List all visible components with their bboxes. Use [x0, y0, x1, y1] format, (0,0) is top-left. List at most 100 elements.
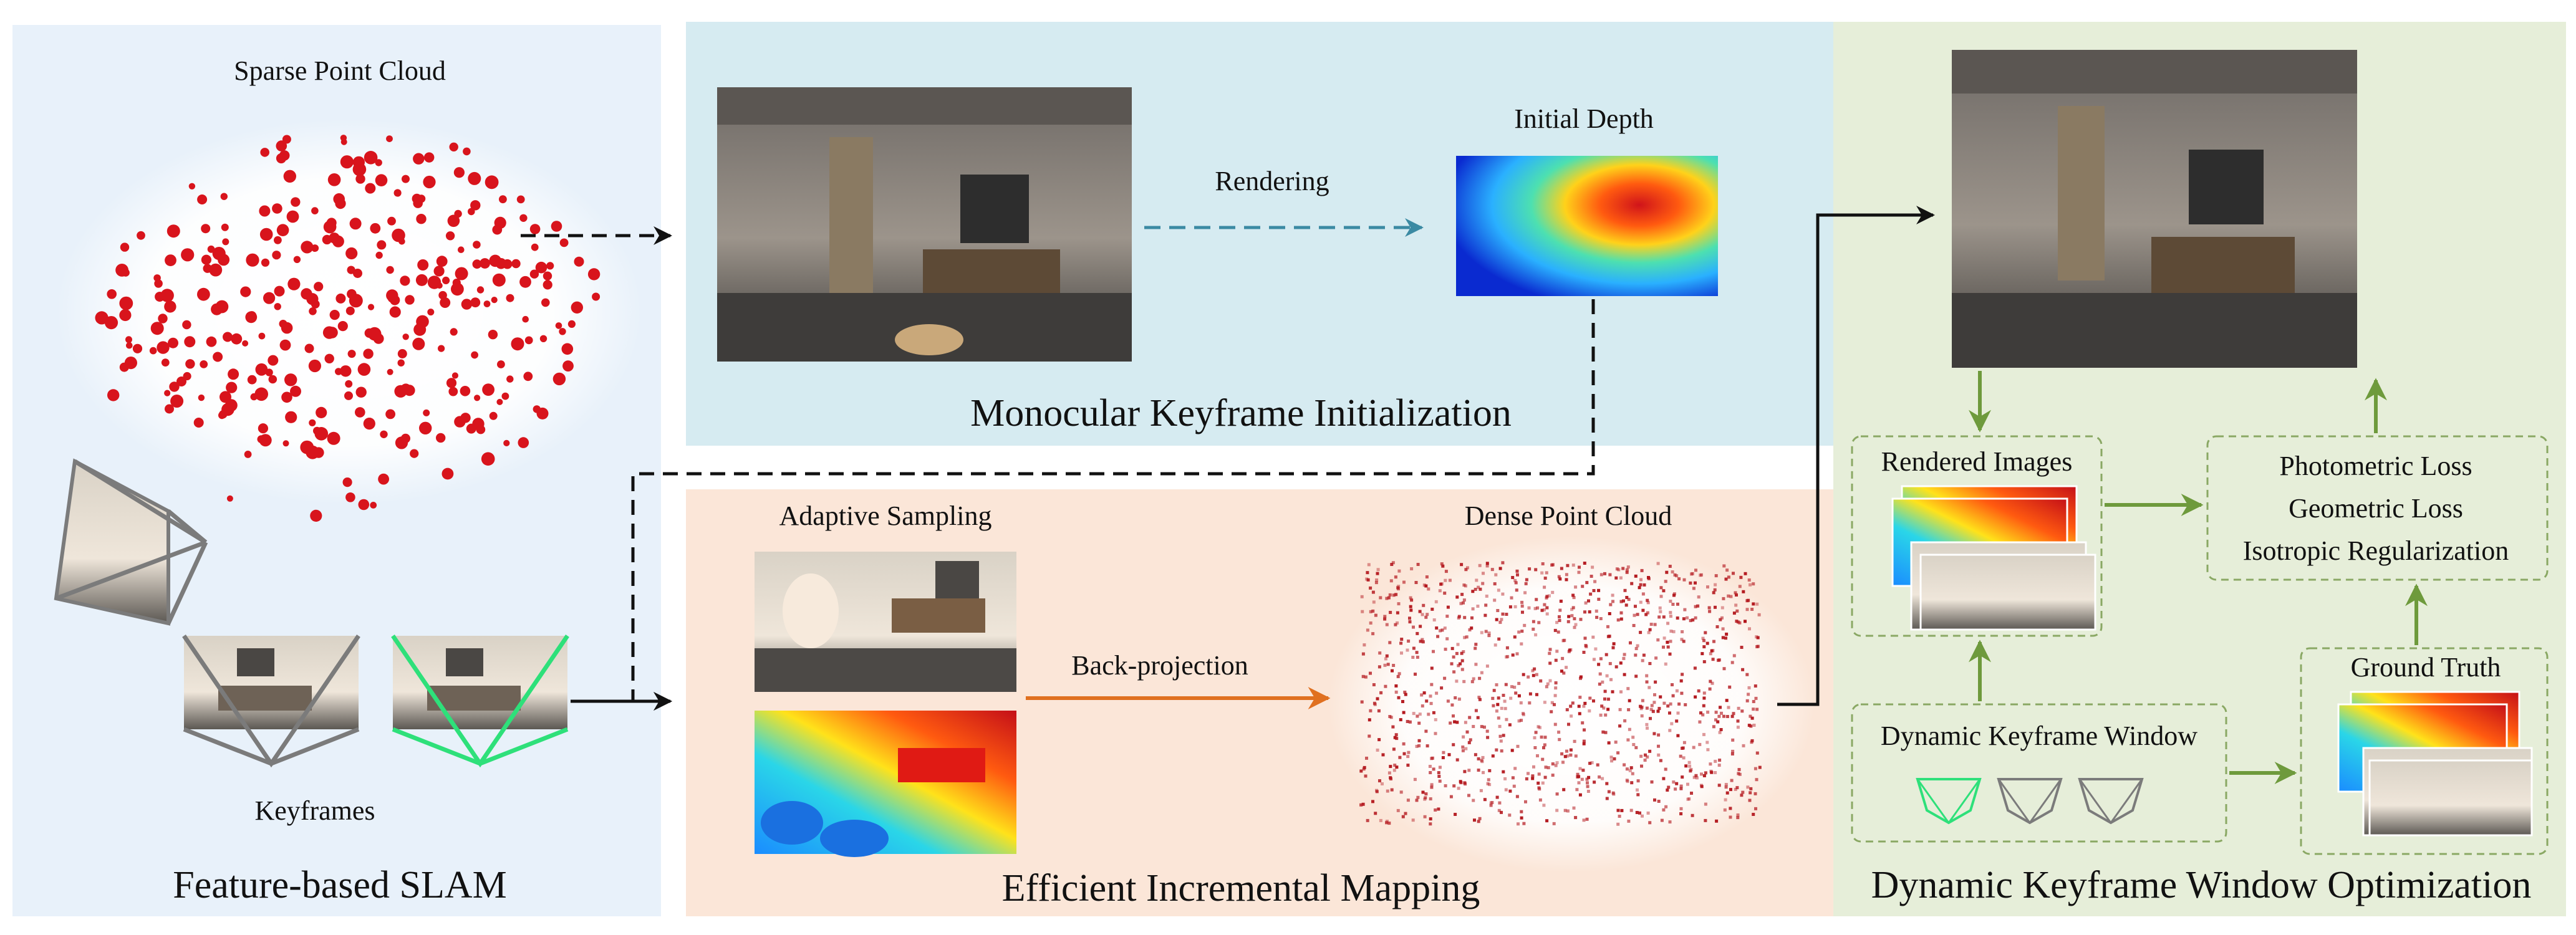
dense-point — [1416, 795, 1420, 799]
dense-point — [1468, 716, 1472, 719]
dense-point — [1702, 691, 1706, 695]
dense-point — [1708, 610, 1712, 613]
dense-point — [1396, 621, 1399, 625]
dense-point — [1459, 781, 1463, 785]
dense-point — [1501, 561, 1505, 565]
sparse-point — [158, 314, 168, 324]
dense-point — [1552, 822, 1556, 825]
dense-point — [1749, 787, 1753, 790]
dense-point — [1619, 690, 1623, 694]
dense-point — [1619, 661, 1623, 665]
sparse-point — [397, 359, 405, 367]
dense-point — [1481, 582, 1485, 585]
dense-point — [1442, 750, 1445, 754]
dense-point — [1664, 767, 1667, 771]
dense-point — [1567, 650, 1571, 653]
dense-point — [1429, 771, 1432, 774]
sparse-point — [329, 233, 340, 244]
sparse-point — [536, 407, 549, 420]
dense-point — [1464, 568, 1468, 572]
dense-point — [1509, 696, 1513, 700]
dense-point — [1732, 572, 1735, 575]
sparse-point — [176, 376, 186, 386]
dense-point — [1742, 744, 1745, 747]
sparse-point — [165, 254, 176, 266]
dense-point — [1724, 636, 1727, 640]
sparse-point — [124, 357, 137, 370]
dense-point — [1695, 776, 1699, 780]
sparse-point — [546, 262, 554, 270]
dense-point — [1498, 567, 1502, 570]
sparse-point — [340, 155, 354, 169]
dense-point — [1644, 753, 1647, 757]
dense-point — [1478, 817, 1482, 820]
sparse-point — [308, 359, 321, 373]
dense-point — [1571, 563, 1575, 567]
dense-point — [1698, 720, 1702, 724]
dense-point — [1593, 580, 1597, 583]
dense-point — [1647, 577, 1651, 580]
dense-point — [1744, 620, 1747, 623]
sparse-point — [126, 342, 133, 349]
dense-point — [1445, 637, 1449, 641]
dense-point — [1404, 693, 1407, 696]
dense-point — [1397, 696, 1401, 699]
dense-point — [1686, 782, 1689, 786]
sparse-point — [149, 347, 157, 355]
dense-point — [1579, 676, 1582, 680]
sparse-point — [281, 391, 292, 403]
dense-point — [1634, 605, 1637, 608]
dense-point — [1740, 709, 1744, 713]
dense-point — [1495, 748, 1498, 752]
dense-point — [1629, 808, 1633, 812]
dense-point — [1545, 571, 1548, 575]
sparse-point — [355, 174, 365, 184]
dense-point — [1523, 591, 1527, 595]
dense-point — [1589, 592, 1593, 596]
dense-point — [1628, 727, 1631, 731]
dense-point — [1387, 771, 1391, 775]
sparse-point — [592, 292, 601, 301]
sparse-point — [440, 297, 451, 308]
dense-point — [1710, 681, 1714, 685]
dense-point — [1388, 593, 1392, 597]
dense-point — [1408, 616, 1411, 620]
dense-point — [1368, 718, 1371, 722]
dense-point — [1434, 600, 1438, 603]
dense-point — [1676, 734, 1680, 737]
dense-point — [1698, 742, 1702, 746]
dense-point — [1717, 658, 1721, 662]
dense-point — [1367, 563, 1371, 567]
dense-point — [1493, 598, 1497, 602]
dense-point — [1650, 780, 1654, 784]
dense-point — [1517, 719, 1521, 723]
sparse-point — [377, 240, 387, 250]
dense-point — [1411, 818, 1415, 822]
dense-point — [1366, 571, 1369, 575]
dense-point — [1592, 589, 1596, 592]
dense-point — [1700, 772, 1703, 776]
sparse-point — [496, 398, 503, 405]
dense-point — [1677, 702, 1681, 706]
dense-point — [1680, 638, 1684, 641]
dense-point — [1577, 775, 1581, 779]
dense-point — [1543, 736, 1547, 739]
dense-point — [1510, 685, 1513, 689]
keyframes-label: Keyframes — [254, 795, 375, 826]
dense-point — [1371, 590, 1375, 594]
rendering-label: Rendering — [1215, 166, 1329, 196]
dense-point — [1572, 596, 1576, 600]
dense-point — [1391, 561, 1395, 565]
dense-point — [1714, 771, 1717, 774]
dense-point — [1541, 562, 1545, 565]
dense-point — [1646, 598, 1649, 602]
dense-point — [1588, 610, 1591, 614]
dense-point — [1609, 603, 1613, 607]
dense-point — [1376, 572, 1379, 575]
dense-point-cloud — [1359, 561, 1762, 826]
sampling-rgb-image — [755, 552, 1016, 692]
dense-point — [1706, 748, 1710, 752]
dense-point — [1682, 617, 1686, 621]
dense-point — [1437, 807, 1440, 811]
sparse-point — [197, 287, 210, 301]
